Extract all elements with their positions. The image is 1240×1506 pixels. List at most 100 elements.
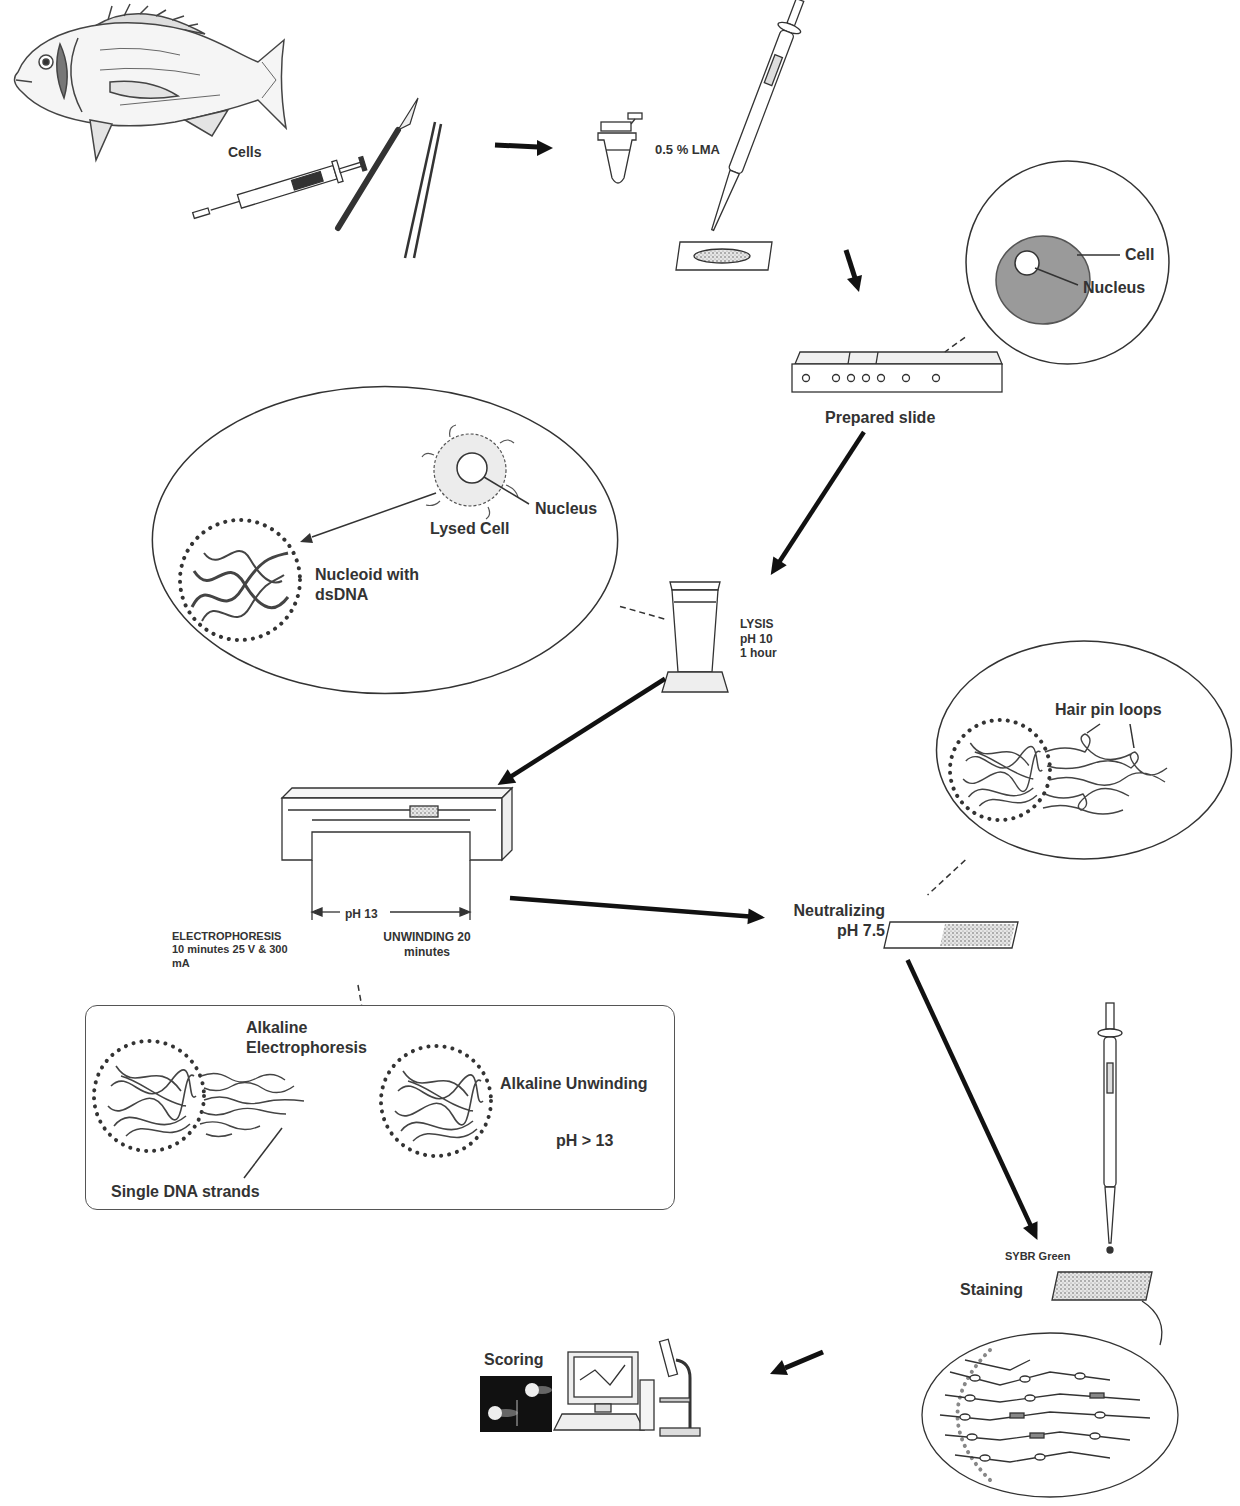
dashed-line bbox=[620, 606, 665, 619]
arrow-line bbox=[508, 679, 665, 779]
lysis-inset-ellipse-outline-part bbox=[457, 453, 487, 483]
alkaline-process-box-outline-part bbox=[200, 1073, 304, 1136]
pipette-illustration-part bbox=[1105, 1187, 1115, 1243]
fish-illustration-part bbox=[15, 23, 286, 128]
hairpin-inset-ellipse-outline-part bbox=[1043, 734, 1167, 814]
cell-inset-circle-text: Cell bbox=[1125, 245, 1154, 265]
stained-dna-inset-part bbox=[1095, 1412, 1105, 1418]
prepared-slide-illustration-part bbox=[792, 364, 1002, 392]
hairpin-inset-ellipse-outline bbox=[935, 640, 1233, 860]
dashed-leader bbox=[620, 606, 665, 619]
ph-range-arrows-part bbox=[320, 911, 340, 912]
cell-inset-circle-text-slot: Nucleus bbox=[1083, 278, 1145, 298]
electrophoresis-tank-text: UNWINDING 20 minutes bbox=[382, 930, 472, 959]
electrophoresis-tank-text-slot: ELECTROPHORESIS 10 minutes 25 V & 300 mA bbox=[172, 930, 296, 971]
ph-range-arrows bbox=[312, 860, 470, 920]
hairpin-inset-ellipse-outline-part bbox=[1087, 724, 1100, 733]
neutralizing-slide: Neutralizing pH 7.5 bbox=[765, 895, 1020, 960]
fish-illustration-part bbox=[39, 55, 53, 69]
lysis-jar-illustration-part bbox=[670, 582, 720, 590]
process-arrow bbox=[510, 898, 765, 924]
comet-image-illustration-part bbox=[480, 1376, 552, 1432]
lysis-inset-ellipse-text: Nucleoid with dsDNA bbox=[315, 565, 440, 604]
arrow-line bbox=[510, 898, 753, 917]
dashed-leader bbox=[358, 985, 362, 1005]
scalpel-illustration-part bbox=[398, 98, 418, 130]
lysis-inset-ellipse-outline-part bbox=[300, 533, 313, 543]
lysis-inset-ellipse-outline-part bbox=[484, 477, 529, 504]
computer-microscope-illustration-part bbox=[659, 1339, 677, 1376]
cell-inset-circle: CellNucleus bbox=[965, 160, 1170, 365]
step-arrow-part bbox=[495, 145, 538, 147]
neutralized-slide-illustration-part bbox=[884, 922, 1018, 948]
process-arrow bbox=[498, 679, 665, 785]
stained-dna-inset-part bbox=[967, 1434, 977, 1440]
electrophoresis-tank-illustration-part bbox=[410, 806, 438, 817]
dashed-leader bbox=[928, 860, 966, 895]
lysis-inset-ellipse-outline-part bbox=[422, 425, 518, 519]
alkaline-process-box-outline-part-part bbox=[395, 1071, 483, 1141]
slide-illustration bbox=[676, 242, 772, 270]
stained-dna-inset-part bbox=[980, 1455, 990, 1461]
neutralized-slide-illustration bbox=[884, 922, 1018, 948]
cell-inset-circle-outline-part bbox=[996, 236, 1090, 324]
step-arrow-part bbox=[847, 275, 862, 292]
ph-range-arrows-part bbox=[469, 860, 470, 920]
step-arrow-part bbox=[785, 1352, 823, 1368]
lysis-jar-text: LYSIS pH 10 1 hour bbox=[740, 617, 781, 661]
scalpel-illustration bbox=[338, 98, 418, 228]
stained-dna-inset-part bbox=[1090, 1393, 1104, 1398]
computer-microscope-illustration-part bbox=[568, 1352, 638, 1404]
prepared-slide-illustration-part bbox=[878, 375, 885, 382]
lysis-jar-illustration-part bbox=[662, 672, 728, 692]
process-arrow bbox=[908, 960, 1038, 1240]
pipette-illustration-part bbox=[764, 55, 782, 86]
computer-microscope-illustration-part bbox=[676, 1360, 690, 1428]
alkaline-process-box-text: Alkaline Electrophoresis bbox=[246, 1018, 386, 1057]
syringe-illustration-part bbox=[237, 166, 337, 209]
neutralizing-slide-text: Neutralizing pH 7.5 bbox=[775, 901, 885, 940]
electrophoresis-tank-illustration bbox=[282, 788, 512, 860]
syringe-illustration-part bbox=[211, 201, 240, 210]
lysis-jar-illustration-part bbox=[672, 590, 718, 672]
prepared-slide-illustration-part bbox=[903, 375, 910, 382]
alkaline-process-box-outline-part bbox=[395, 1071, 483, 1141]
stained-dna-inset-part bbox=[1020, 1376, 1030, 1382]
scoring-label-slot: Scoring bbox=[484, 1350, 544, 1370]
prepared-slide-illustration bbox=[792, 352, 1002, 392]
electrophoresis-tank-text-slot: pH 13 bbox=[345, 904, 378, 922]
cell-inset-circle-outline-part bbox=[1035, 268, 1078, 285]
computer-microscope-illustration bbox=[554, 1339, 700, 1436]
stained-dna-inset-part bbox=[970, 1375, 980, 1381]
slide-illustration-part bbox=[676, 242, 772, 270]
tweezers-illustration-part bbox=[414, 124, 441, 258]
lysis-inset-ellipse: Lysed Cell NucleusNucleoid with dsDNA bbox=[150, 385, 620, 695]
prepared-slide-illustration-part bbox=[876, 352, 878, 364]
alkaline-process-box-text-slot: pH > 13 bbox=[556, 1131, 613, 1151]
tube-illustration bbox=[598, 113, 642, 183]
stained-dna-inset-part bbox=[940, 1360, 1150, 1462]
cell-inset-circle-outline-part bbox=[966, 161, 1169, 364]
computer-microscope-illustration-part bbox=[554, 1414, 644, 1430]
scoring-label: Scoring bbox=[484, 1350, 544, 1370]
computer-microscope-illustration-part bbox=[595, 1404, 611, 1412]
prepared-slide-text: Prepared slide bbox=[825, 408, 935, 428]
stained-slide-illustration-part bbox=[1052, 1272, 1152, 1300]
pipette-illustration-part bbox=[1106, 1003, 1114, 1029]
alkaline-process-box-text: Single DNA strands bbox=[111, 1182, 260, 1202]
comet-image-illustration-part bbox=[488, 1406, 502, 1420]
stained-dna-inset-part bbox=[922, 1333, 1178, 1497]
lysis-inset-ellipse-text-slot: Lysed Cell bbox=[430, 519, 509, 539]
lysis-inset-ellipse-text-slot: Nucleus bbox=[535, 499, 597, 519]
agarose-label: 0.5 % LMA bbox=[655, 142, 720, 158]
dashed-line bbox=[928, 860, 966, 895]
alkaline-process-box-outline-part bbox=[94, 1041, 204, 1151]
lysis-inset-ellipse-text: Lysed Cell bbox=[430, 519, 509, 539]
ph-range-arrows-part bbox=[312, 908, 322, 916]
pipette-illustration-part bbox=[1107, 1063, 1113, 1093]
dashed-leader bbox=[945, 337, 965, 352]
cell-inset-circle-text-slot: Cell bbox=[1125, 245, 1154, 265]
pipette-illustration-part bbox=[1107, 1247, 1113, 1253]
